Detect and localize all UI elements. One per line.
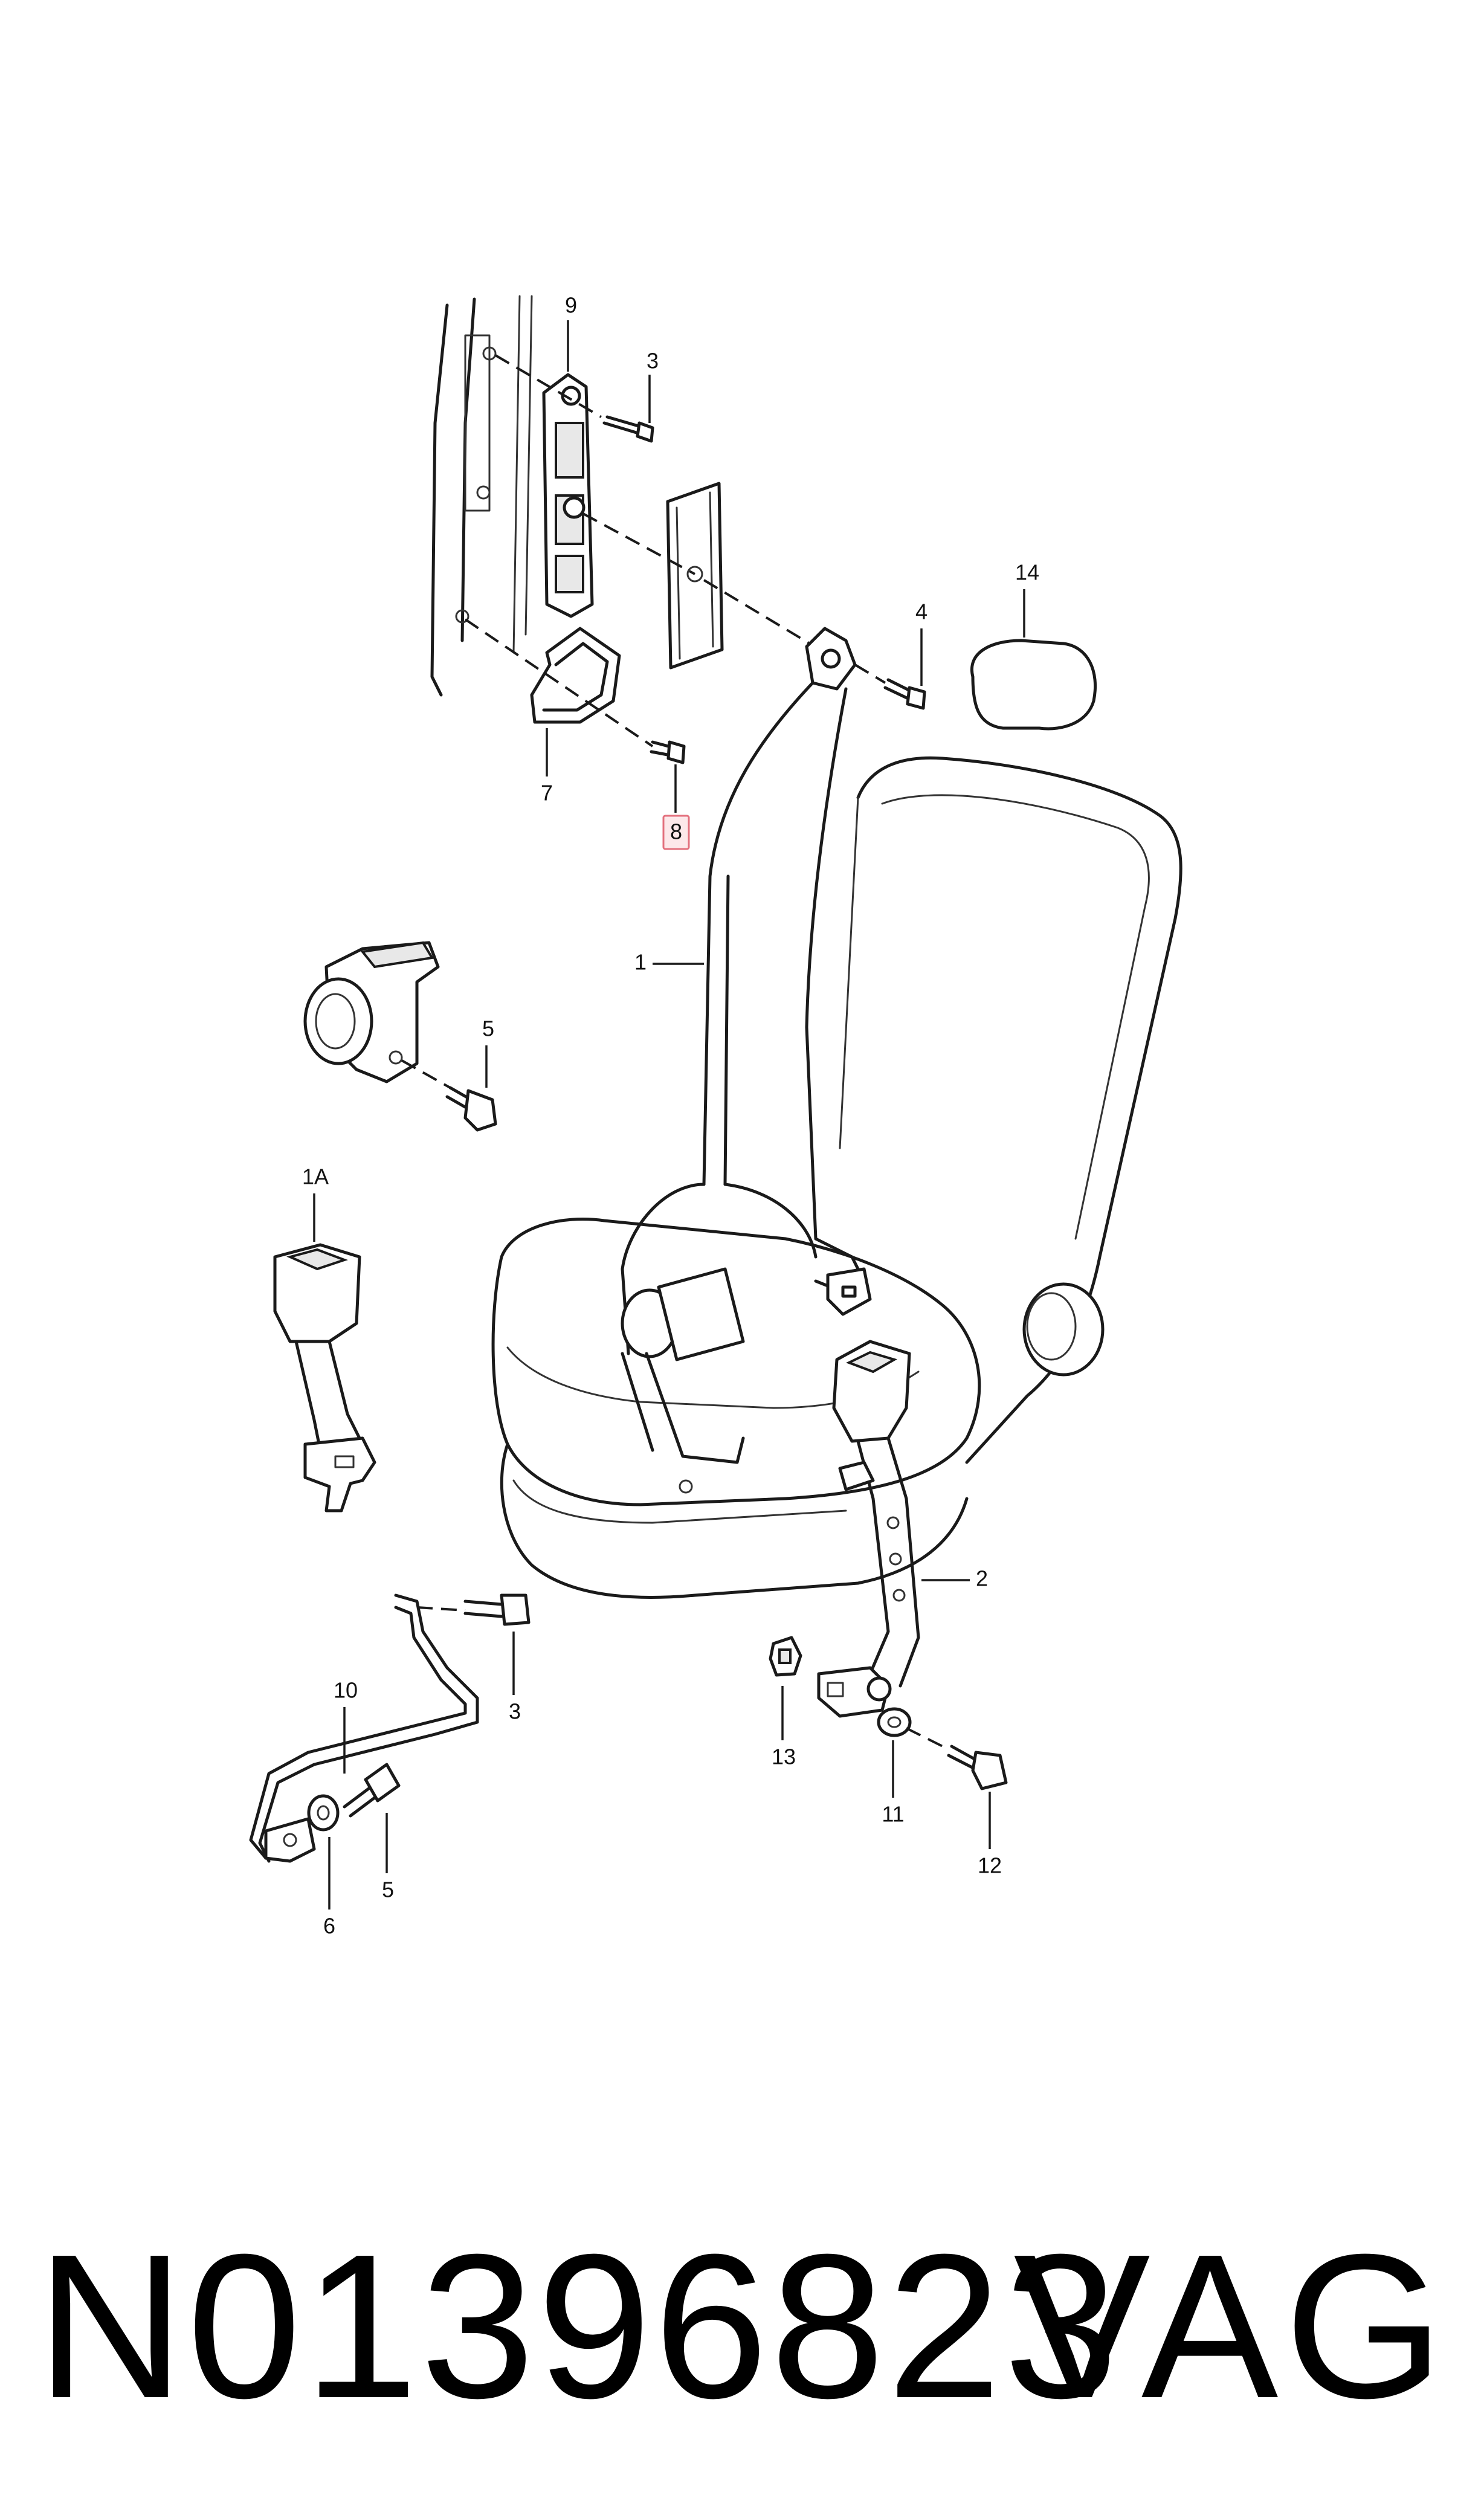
bracket-part-10 <box>249 1593 479 1863</box>
callout-4: 4 <box>915 599 928 624</box>
washer-part-11 <box>877 1707 949 1751</box>
callout-7: 7 <box>541 781 553 805</box>
callout-9: 9 <box>565 293 577 318</box>
screw-part-8 <box>650 740 686 764</box>
part-number: N01396823 <box>36 2212 1121 2441</box>
shoulder-belt-part-1 <box>621 627 872 1355</box>
callout-8: 8 <box>670 819 682 844</box>
callout-3-lower: 3 <box>509 1699 521 1724</box>
bolt-part-12 <box>947 1745 1008 1790</box>
headrest-cap-part-14 <box>970 639 1097 731</box>
callout-leaders <box>313 320 1025 1909</box>
callout-12: 12 <box>978 1853 1002 1878</box>
seat-illustration <box>491 756 1182 1599</box>
callout-2: 2 <box>976 1566 988 1591</box>
bolt-part-4 <box>854 663 926 710</box>
callout-labels: 9 3 14 4 7 8 1 5 1A 2 10 3 13 11 12 6 5 <box>302 293 1039 1939</box>
callout-14: 14 <box>1015 560 1039 585</box>
height-adjuster-part-9 <box>542 373 594 618</box>
bolt-part-3-lower <box>463 1593 531 1626</box>
washer-part-6 <box>307 1794 340 1832</box>
b-pillar-panel <box>430 295 533 697</box>
buckle-part-1a <box>273 1243 376 1512</box>
belt-guide-part-7 <box>464 618 654 747</box>
belt-retractor-part <box>303 941 497 1132</box>
footer: N01396823 VAG <box>36 2206 1450 2459</box>
callout-1: 1 <box>634 950 647 975</box>
callout-5-lower: 5 <box>382 1877 394 1902</box>
highlight-box-part-8 <box>662 815 690 850</box>
bolt-part-5-lower <box>343 1763 401 1818</box>
buckle-part-2 <box>817 1340 920 1718</box>
brand-name: VAG <box>1013 2212 1450 2441</box>
clip-part-13 <box>769 1636 802 1677</box>
callout-10: 10 <box>334 1678 358 1703</box>
callout-6: 6 <box>323 1914 335 1939</box>
callout-1a: 1A <box>302 1164 329 1189</box>
callout-13: 13 <box>772 1745 796 1769</box>
bolt-part-3-upper <box>494 354 654 443</box>
callout-11: 11 <box>882 1802 904 1827</box>
trim-cover-plate <box>582 482 811 670</box>
callout-3-upper: 3 <box>647 349 659 373</box>
callout-5-upper: 5 <box>482 1016 494 1041</box>
